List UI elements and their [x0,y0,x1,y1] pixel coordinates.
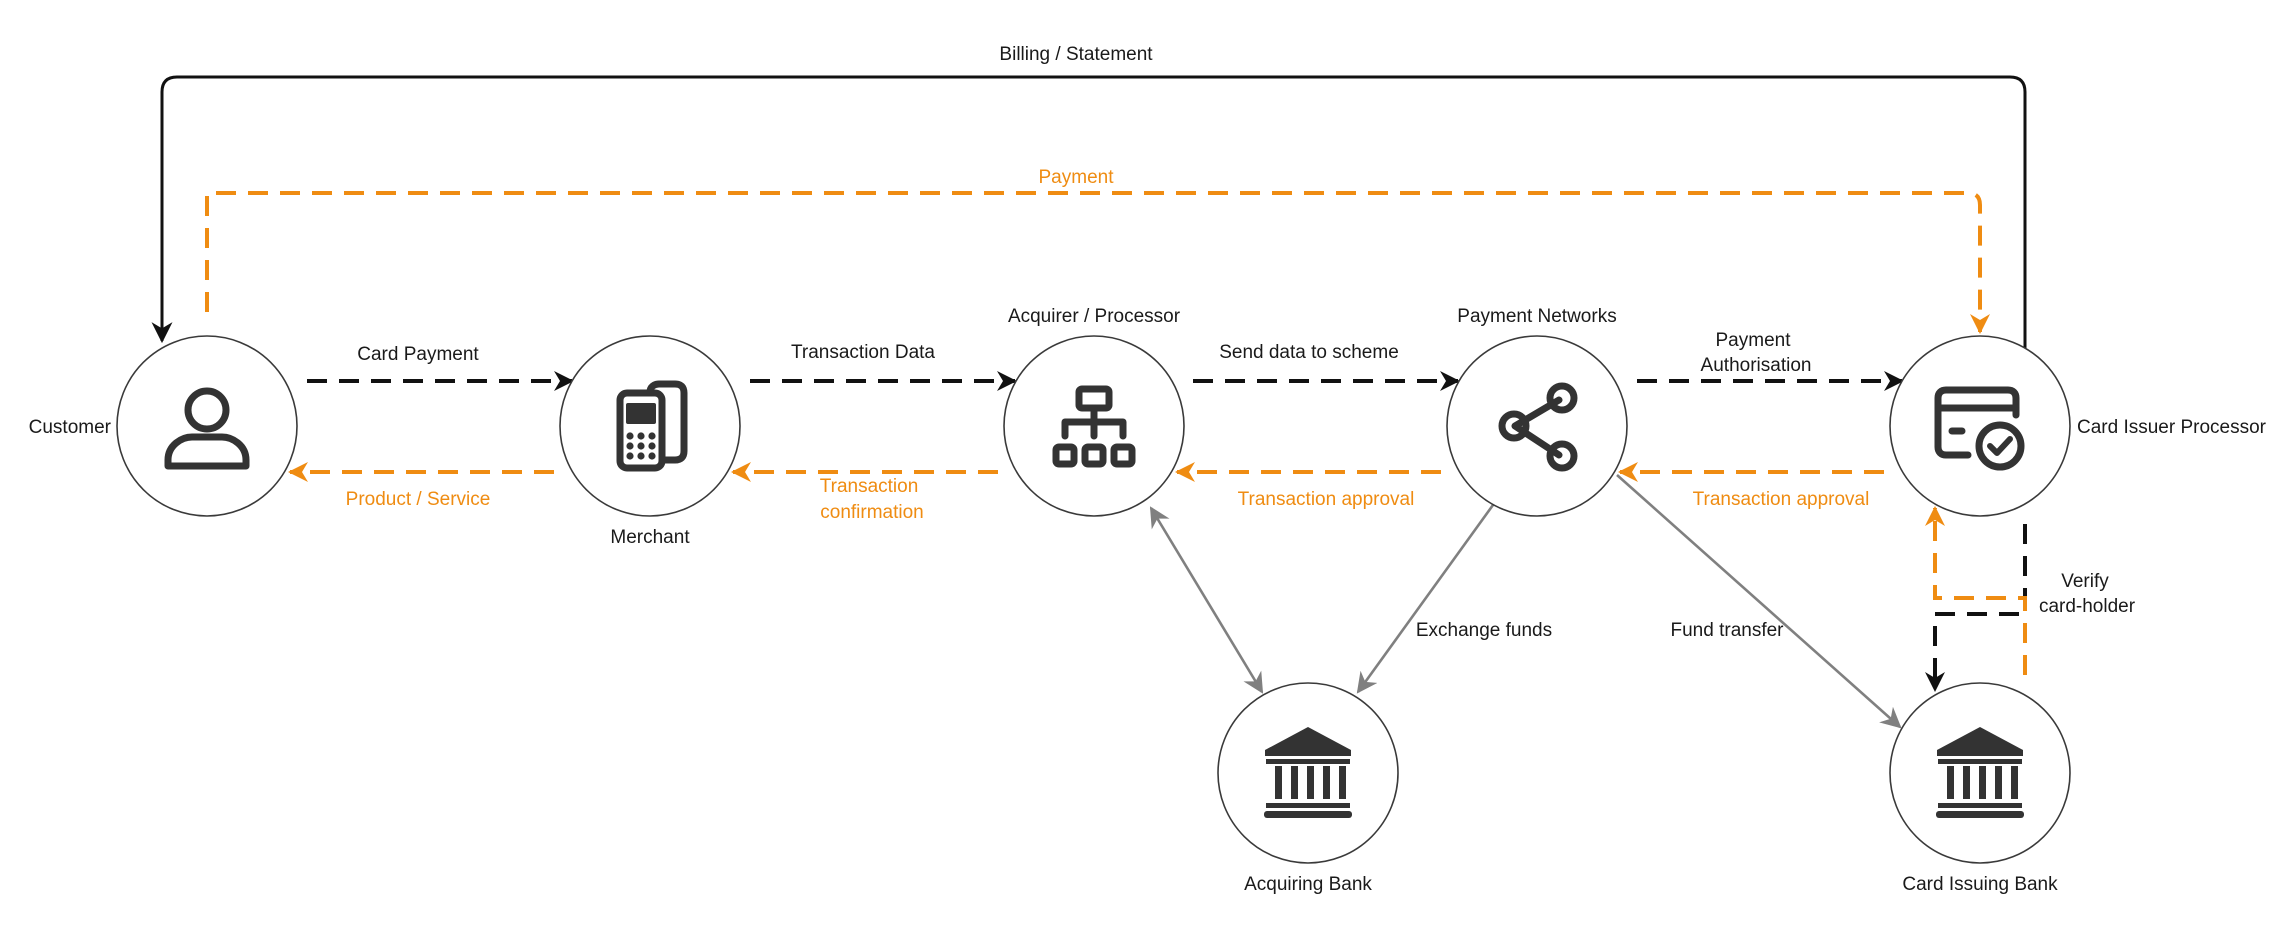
label-payment-authorisation-2: Authorisation [1701,355,1812,376]
node-acquiring-bank [1217,682,1399,864]
node-customer [116,335,298,517]
label-exchange-funds: Exchange funds [1416,620,1552,641]
edge-billing-statement [151,75,2027,350]
label-payment-authorisation-1: Payment [1716,330,1792,351]
share-icon [1498,382,1578,472]
label-customer: Customer [29,417,112,438]
edge-payment [205,191,1990,334]
edge-verify-up [1925,506,2027,675]
label-transaction-confirmation-1: Transaction [820,476,919,497]
label-card-issuer-processor: Card Issuer Processor [2077,417,2267,438]
card-terminal-icon [616,380,688,472]
node-payment-networks [1446,335,1628,517]
edge-exchange-funds [1356,504,1495,694]
label-approval-acquirer: Transaction approval [1238,489,1415,510]
label-merchant: Merchant [610,527,690,548]
label-card-payment: Card Payment [357,344,479,365]
label-transaction-data: Transaction Data [791,342,935,363]
bank-icon [1936,727,2024,818]
node-card-issuer-processor [1889,335,2071,517]
label-payment: Payment [1039,167,1115,188]
label-acquiring-bank: Acquiring Bank [1244,874,1372,895]
node-merchant [559,335,741,517]
node-card-issuing-bank [1889,682,2071,864]
label-send-data: Send data to scheme [1219,342,1399,363]
label-transaction-confirmation-2: confirmation [820,502,924,523]
edge-acquirer-bank [1149,506,1264,694]
label-verify-2: card-holder [2039,596,2136,617]
person-icon [164,387,250,470]
label-fund-transfer: Fund transfer [1671,620,1785,641]
label-billing-statement: Billing / Statement [999,44,1153,65]
label-verify-1: Verify [2061,571,2109,592]
label-acquirer-processor: Acquirer / Processor [1008,306,1181,327]
label-product-service: Product / Service [346,489,491,510]
label-approval-networks: Transaction approval [1693,489,1870,510]
label-card-issuing-bank: Card Issuing Bank [1902,874,2058,895]
node-acquirer-processor [1003,335,1185,517]
hierarchy-icon [1052,385,1136,468]
bank-icon [1264,727,1352,818]
edge-verify-down [1925,524,2027,692]
edge-fund-transfer [1616,474,1902,729]
card-check-icon [1934,386,2025,471]
label-payment-networks: Payment Networks [1457,306,1616,327]
